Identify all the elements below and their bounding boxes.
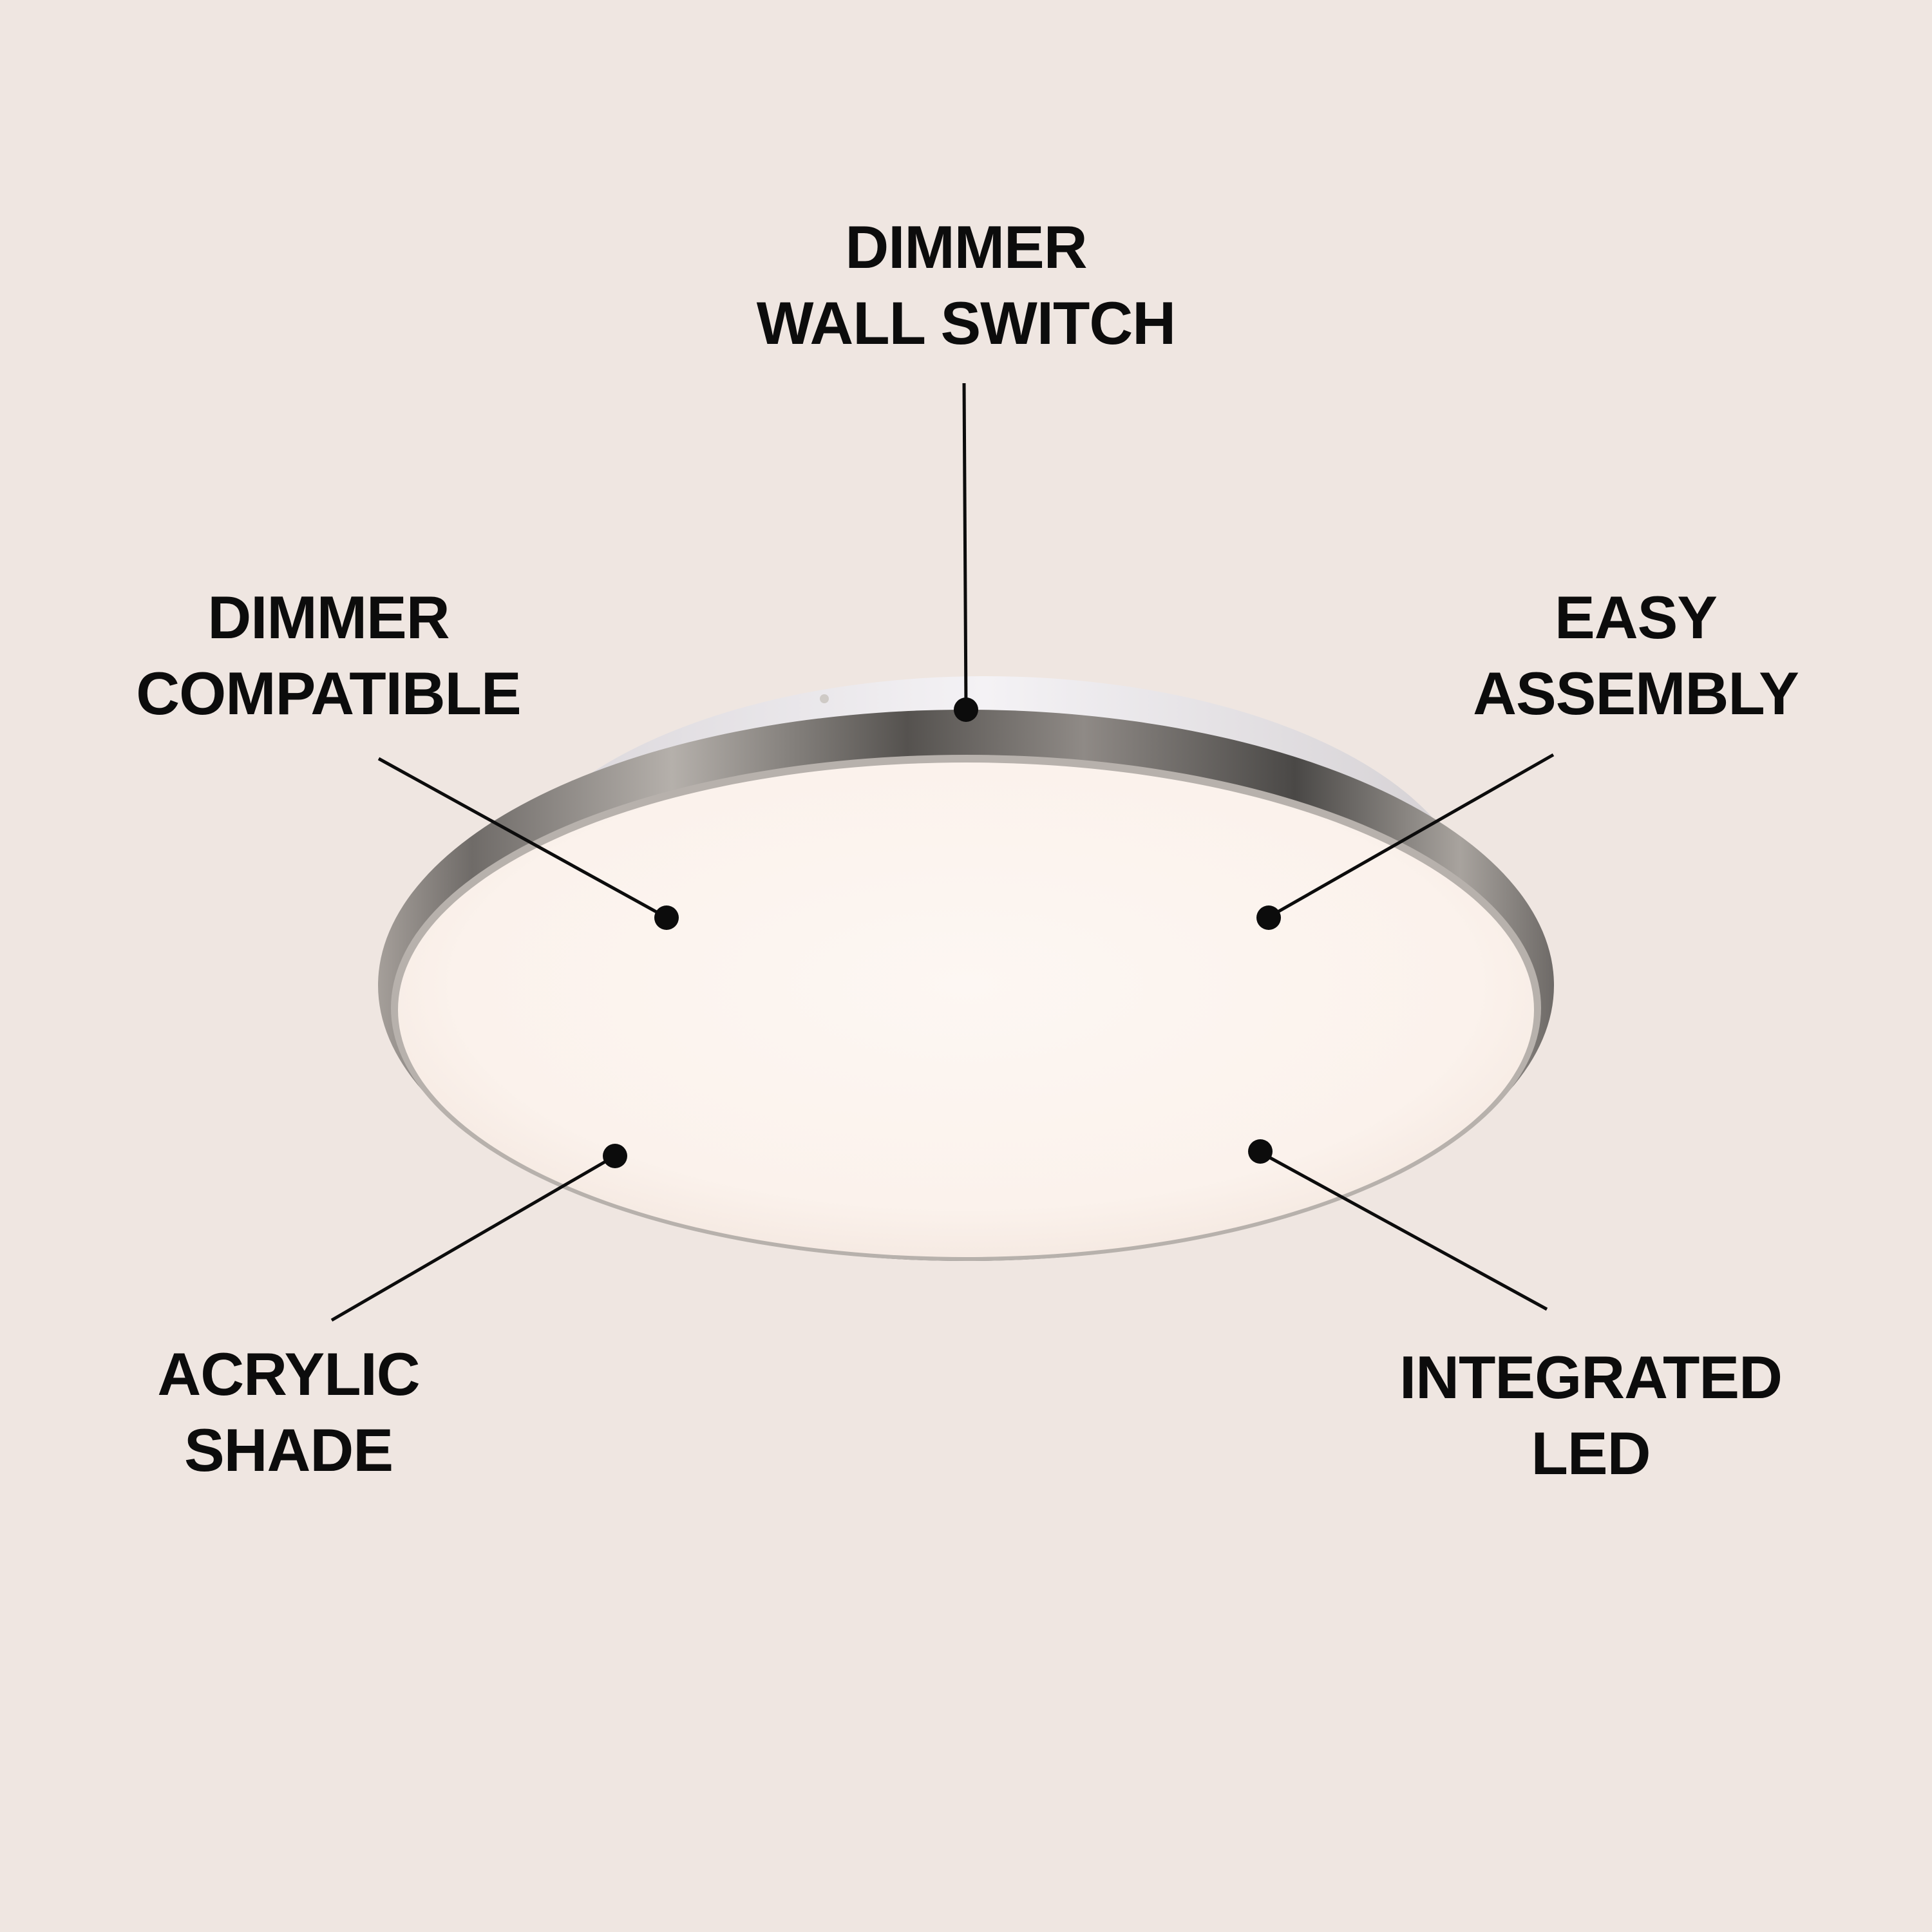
callout-line-2: WALL SWITCH: [756, 289, 1176, 357]
leader-line-top: [962, 383, 968, 709]
callout-easy-assembly: EASY ASSEMBLY: [1378, 580, 1893, 732]
callout-integrated-led: INTEGRATED LED: [1333, 1340, 1848, 1492]
leader-line-lower-left: [330, 1154, 616, 1322]
callout-line-2: SHADE: [184, 1416, 393, 1484]
callout-dot-lower-right: [1248, 1139, 1273, 1164]
callout-line-1: ACRYLIC: [157, 1340, 420, 1408]
callout-dot-top: [954, 697, 978, 722]
leader-line-lower-right: [1260, 1151, 1548, 1311]
callout-dimmer-wall-switch: DIMMER WALL SWITCH: [708, 209, 1224, 361]
acrylic-shade: [398, 762, 1534, 1257]
callout-acrylic-shade: ACRYLIC SHADE: [31, 1336, 546, 1488]
callout-dot-upper-right: [1256, 905, 1281, 930]
leader-line-upper-left: [377, 757, 666, 918]
callout-line-1: EASY: [1555, 583, 1718, 651]
callout-line-1: DIMMER: [207, 583, 450, 651]
callout-line-2: LED: [1531, 1419, 1651, 1487]
rim-screw: [820, 694, 829, 703]
callout-line-2: COMPATIBLE: [136, 659, 521, 727]
callout-dimmer-compatible: DIMMER COMPATIBLE: [71, 580, 586, 732]
callout-dot-upper-left: [654, 905, 679, 930]
callout-line-1: INTEGRATED: [1399, 1343, 1783, 1411]
leader-line-upper-right: [1267, 753, 1555, 919]
callout-line-1: DIMMER: [845, 213, 1087, 281]
callout-line-2: ASSEMBLY: [1473, 659, 1799, 727]
callout-dot-lower-left: [603, 1144, 627, 1168]
